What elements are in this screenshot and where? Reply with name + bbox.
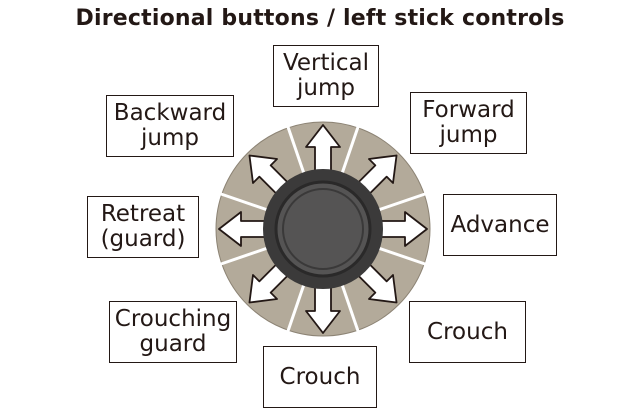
label-retreat-guard: Retreat (guard) <box>87 196 199 258</box>
label-vertical-jump: Vertical jump <box>273 45 379 107</box>
label-crouching-guard: Crouching guard <box>109 301 237 363</box>
arrow-forward-icon <box>380 211 428 247</box>
direction-arrows <box>218 124 428 334</box>
label-forward-jump: Forward jump <box>410 92 527 154</box>
arrow-back-icon <box>218 211 266 247</box>
arrow-down-icon <box>305 286 341 334</box>
diagram-title: Directional buttons / left stick control… <box>75 6 565 31</box>
arrow-down-forward-icon <box>357 263 398 304</box>
label-advance: Advance <box>443 194 557 256</box>
arrow-up-back-icon <box>248 154 289 195</box>
label-crouch-forward: Crouch <box>409 301 526 363</box>
label-crouch-down: Crouch <box>263 346 377 408</box>
label-backward-jump: Backward jump <box>106 95 234 157</box>
arrow-up-icon <box>305 124 341 172</box>
arrow-up-forward-icon <box>357 154 398 195</box>
arrow-down-back-icon <box>248 263 289 304</box>
stick-cap <box>274 180 372 278</box>
